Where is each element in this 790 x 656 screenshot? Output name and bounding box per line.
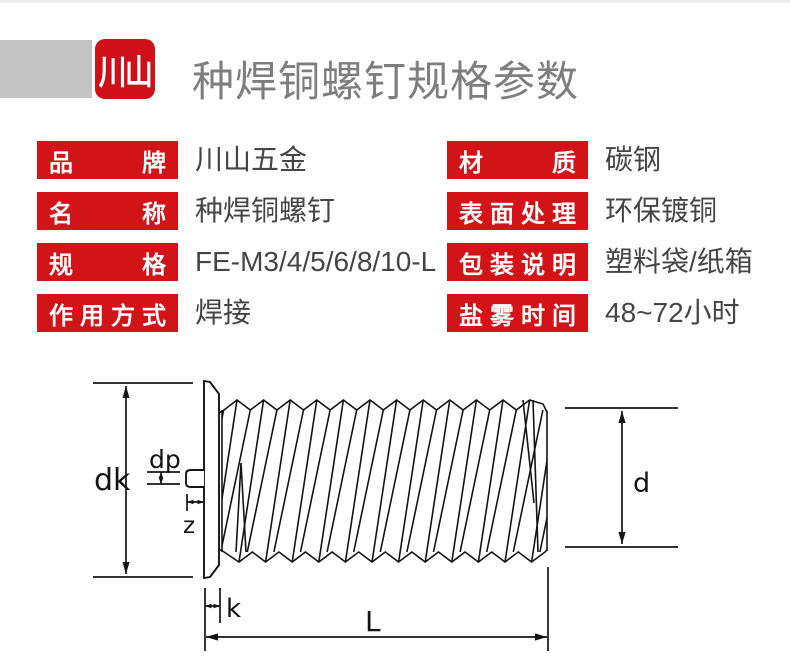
dimension-k: k (204, 588, 241, 651)
spec-row-packaging: 包装说明 塑料袋/纸箱 (447, 243, 753, 281)
screw-body (185, 379, 548, 580)
spec-row-saltspray: 盐雾时间 48~72小时 (447, 294, 753, 332)
brand-logo: 川山 (95, 39, 155, 99)
spec-label-packaging: 包装说明 (447, 243, 588, 281)
spec-value-function: 焊接 (195, 297, 252, 328)
spec-label-specification: 规格 (37, 243, 178, 281)
dimension-d: d (565, 407, 678, 548)
dimension-label-d: d (633, 468, 650, 499)
thread-helix-lines (221, 399, 547, 563)
top-divider (0, 0, 790, 3)
page-title: 种焊铜螺钉规格参数 (192, 58, 580, 105)
thread-runout-spike (235, 462, 247, 553)
thread-end-runout (522, 399, 539, 553)
brand-logo-text: 川山 (98, 53, 153, 92)
spec-row-material: 材质 碳钢 (447, 141, 753, 179)
thread-bottom-profile (218, 548, 548, 564)
dimension-dk: dk (93, 382, 193, 578)
header: 川山 种焊铜螺钉规格参数 (0, 0, 790, 110)
dimension-label-k: k (226, 594, 241, 624)
dimension-z: z (183, 494, 204, 539)
spec-value-specification: FE-M3/4/5/6/8/10-L (195, 246, 437, 277)
spec-label-function: 作用方式 (37, 294, 178, 332)
spec-row-function: 作用方式 焊接 (37, 294, 436, 332)
spec-value-packaging: 塑料袋/纸箱 (605, 246, 753, 277)
dimension-label-L: L (365, 605, 381, 638)
dimension-label-dp: dp (149, 445, 181, 474)
dimension-label-z: z (183, 513, 195, 539)
spec-label-surface: 表面处理 (447, 192, 588, 230)
spec-label-material: 材质 (447, 141, 588, 179)
spec-table-right-column: 材质 碳钢 表面处理 环保镀铜 包装说明 塑料袋/纸箱 盐雾时间 48~72小时 (447, 141, 753, 345)
header-gray-block (0, 40, 92, 98)
spec-label-saltspray: 盐雾时间 (447, 294, 588, 332)
dimension-dp: dp (147, 445, 181, 485)
dimension-label-dk: dk (94, 463, 131, 498)
spec-table-left-column: 品牌 川山五金 名称 种焊铜螺钉 规格 FE-M3/4/5/6/8/10-L 作… (37, 141, 436, 345)
spec-label-name: 名称 (37, 192, 178, 230)
dimension-L: L (206, 567, 549, 651)
spec-value-surface: 环保镀铜 (605, 195, 718, 226)
spec-row-brand: 品牌 川山五金 (37, 141, 436, 179)
spec-row-name: 名称 种焊铜螺钉 (37, 192, 436, 230)
weld-pin (185, 469, 204, 488)
spec-row-surface: 表面处理 环保镀铜 (447, 192, 753, 230)
spec-label-brand: 品牌 (37, 141, 178, 179)
spec-value-saltspray: 48~72小时 (605, 297, 740, 328)
spec-value-brand: 川山五金 (195, 144, 308, 175)
screw-flange (203, 379, 220, 580)
spec-value-material: 碳钢 (605, 144, 662, 175)
spec-row-specification: 规格 FE-M3/4/5/6/8/10-L (37, 243, 436, 281)
spec-value-name: 种焊铜螺钉 (195, 195, 336, 226)
